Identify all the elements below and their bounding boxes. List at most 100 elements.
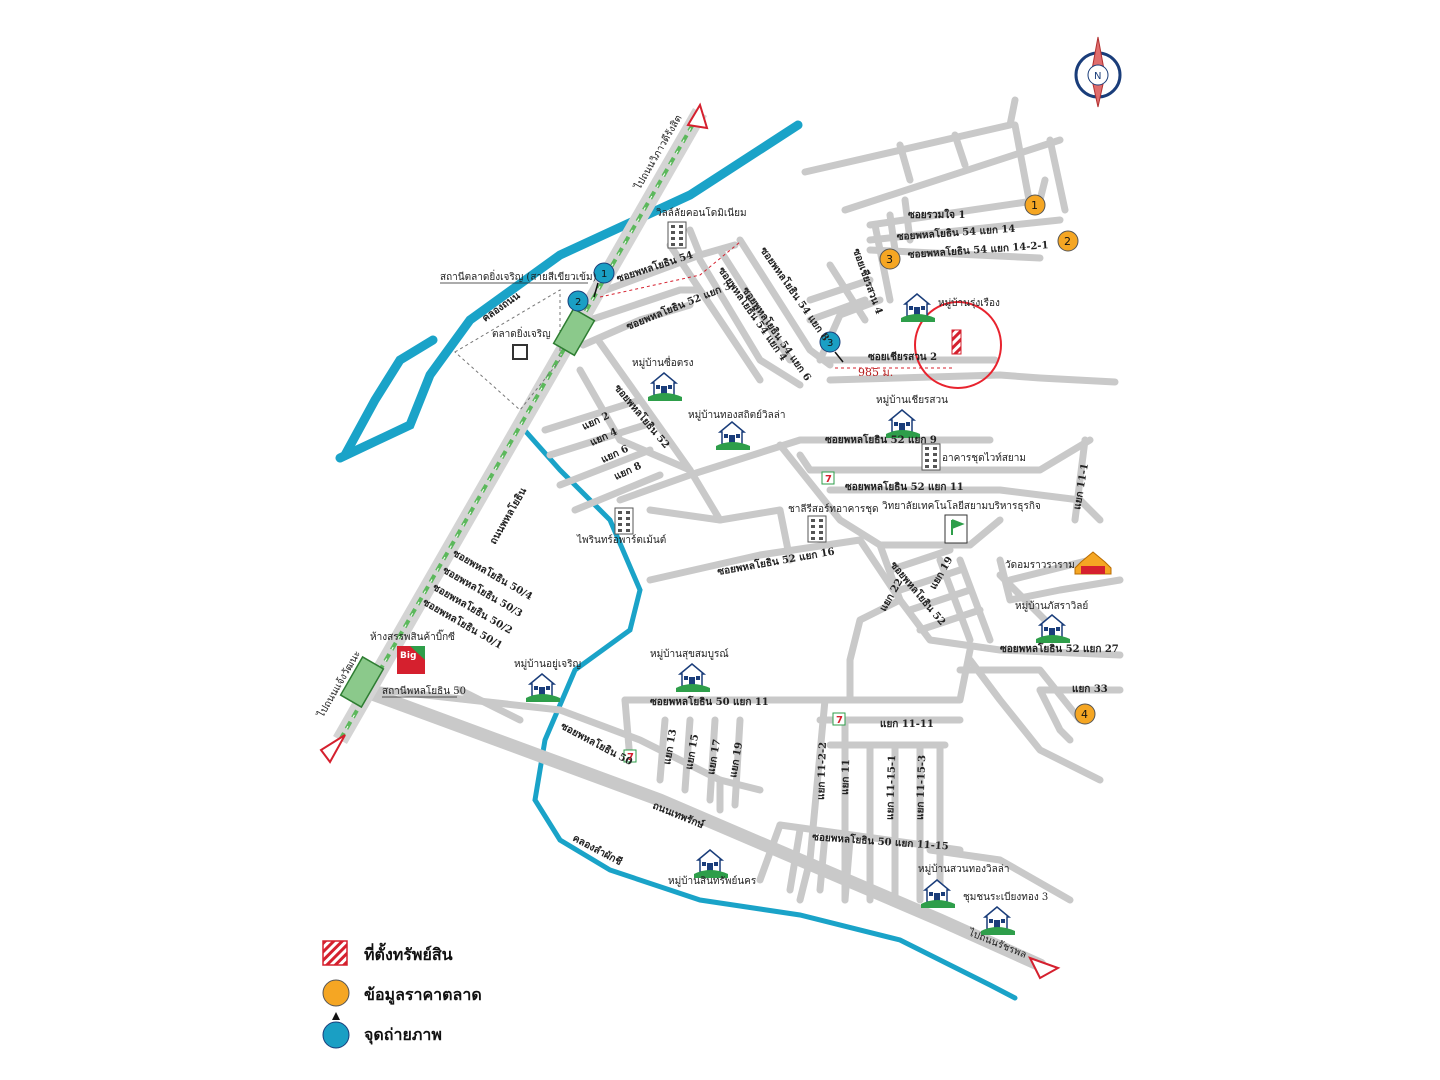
road-label: ซอยพหลโยธิน 50 แยก 11-15 bbox=[812, 830, 949, 853]
svg-text:Big: Big bbox=[400, 651, 416, 661]
svg-text:7: 7 bbox=[627, 752, 634, 763]
road-label: ซอยพหลโยธิน 50 แยก 11 bbox=[650, 695, 769, 708]
property-circle bbox=[914, 301, 1002, 389]
place-label: วิทยาลัยเทคโนโลยีสยามบริหารธุรกิจ bbox=[882, 499, 1041, 512]
market-marker-3[interactable]: 3 bbox=[879, 248, 901, 270]
photo-marker-1[interactable]: 1 bbox=[593, 262, 615, 298]
route-dashed bbox=[599, 241, 741, 298]
phairin-icon bbox=[614, 507, 634, 535]
station-yingcharoen-icon bbox=[552, 307, 596, 357]
road-label: แยก 17 bbox=[706, 738, 723, 775]
place-label: สถานีตลาดยิ่งเจริญ (สายสีเขียวเข้ม) bbox=[440, 269, 597, 283]
svg-text:2: 2 bbox=[575, 297, 581, 308]
place-label: ชาลีรีสอร์ทอาคารชุด bbox=[788, 503, 879, 515]
place-label: ไพรินทร์อพาร์ตเม้นต์ bbox=[576, 534, 666, 546]
charlie-icon bbox=[807, 515, 827, 543]
road-label: แยก 11-11 bbox=[880, 719, 934, 730]
market-swatch-icon bbox=[322, 979, 350, 1007]
legend: ที่ตั้งทรัพย์สิน ข้อมูลราคาตลาด จุดถ่ายภ… bbox=[322, 940, 482, 1049]
road-label: แยก 19 bbox=[728, 741, 745, 778]
canal-lat bbox=[517, 422, 1018, 1001]
place-label: หมู่บ้านภัสราวิลย์ bbox=[1015, 600, 1088, 612]
condo-icon bbox=[667, 221, 687, 249]
svg-text:1: 1 bbox=[601, 269, 607, 280]
svg-text:1: 1 bbox=[1031, 199, 1038, 212]
market-price-markers: 1 2 3 4 bbox=[879, 194, 1096, 725]
seven-eleven-icons: 7 7 7 bbox=[623, 471, 846, 763]
place-label: หมู่บ้านซื่อตรง bbox=[632, 355, 694, 369]
place-label: หมู่บ้านทองสถิตย์วิลล่า bbox=[688, 409, 785, 421]
svg-text:3: 3 bbox=[827, 338, 833, 349]
roads bbox=[376, 96, 1124, 904]
place-label: ตลาดยิ่งเจริญ bbox=[492, 326, 551, 340]
bigc-logo: Big bbox=[397, 646, 425, 674]
property-marker-icon bbox=[951, 329, 962, 355]
road-label: ถนนพหลโยธิน bbox=[486, 485, 529, 546]
bts-line bbox=[338, 111, 702, 741]
place-label: หมู่บ้านสุขสมบูรณ์ bbox=[650, 648, 729, 660]
major-roads bbox=[319, 102, 1061, 980]
road-label: ซอยพหลโยธิน 54 แยก 14 bbox=[896, 222, 1015, 243]
photo-marker-2[interactable]: 2 bbox=[567, 290, 589, 312]
legend-item-market: ข้อมูลราคาตลาด bbox=[322, 979, 482, 1007]
village-icon bbox=[693, 849, 729, 879]
road-label: แยก 4 bbox=[589, 427, 620, 449]
legend-label: จุดถ่ายภาพ bbox=[364, 1025, 442, 1045]
place-label: ชุมชนระเบียงทอง 3 bbox=[963, 891, 1048, 903]
legend-label: ที่ตั้งทรัพย์สิน bbox=[364, 942, 453, 964]
compass-rose: N bbox=[1074, 36, 1122, 108]
map-labels: สถานีตลาดยิ่งเจริญ (สายสีเขียวเข้ม) ตลาด… bbox=[315, 113, 1119, 961]
college-icon bbox=[944, 514, 968, 544]
place-label: หมู่บ้านอยู่เจริญ bbox=[514, 658, 581, 670]
road-label: ซอยพหลโยธิน 52 แยก 27 bbox=[1000, 642, 1119, 655]
svg-text:7: 7 bbox=[825, 474, 832, 485]
place-label: สถานีพหลโยธิน 50 bbox=[382, 684, 466, 697]
legend-label: ข้อมูลราคาตลาด bbox=[364, 985, 482, 1006]
photo-point-markers: 1 2 3 bbox=[567, 262, 844, 363]
road-label: ซอยพหลโยธิน 52 แยก 9 bbox=[825, 433, 937, 446]
thepharak-road bbox=[368, 688, 1047, 972]
village-icon bbox=[885, 409, 921, 439]
legend-item-photo: จุดถ่ายภาพ bbox=[322, 1012, 442, 1049]
village-icon bbox=[715, 421, 751, 451]
road-label: แยก 11 bbox=[840, 759, 852, 795]
road-label: แยก 11-2-2 bbox=[816, 742, 829, 800]
village-icon bbox=[920, 879, 956, 909]
arrow-east-icon bbox=[1027, 956, 1061, 980]
place-label: หมู่บ้านรุ่งเรือง bbox=[938, 297, 1000, 309]
road-label: ซอยพหลโยธิน 52 แยก 11 bbox=[845, 480, 964, 493]
photo-arrow-icon bbox=[332, 1012, 340, 1020]
svg-text:3: 3 bbox=[886, 253, 893, 266]
road-label: ซอยเชียรสวน 2 bbox=[868, 351, 937, 363]
temple-icon bbox=[1074, 551, 1112, 575]
place-label: อาคารชุดไวท์สยาม bbox=[942, 452, 1026, 464]
legend-item-property: ที่ตั้งทรัพย์สิน bbox=[322, 940, 453, 966]
compass-label: N bbox=[1094, 71, 1101, 82]
arrow-north-icon bbox=[686, 102, 709, 130]
village-icon bbox=[525, 673, 561, 703]
place-label: วิลล์ลัยคอนโดมิเนียม bbox=[656, 206, 747, 219]
place-label: หมู่บ้านสินทรัพย์นคร bbox=[668, 875, 757, 887]
road-label: แยก 33 bbox=[1072, 684, 1108, 695]
village-icon bbox=[675, 663, 711, 693]
market-marker-4[interactable]: 4 bbox=[1074, 703, 1096, 725]
svg-text:2: 2 bbox=[1064, 235, 1071, 248]
bts-stations bbox=[339, 307, 596, 709]
canal-west bbox=[340, 335, 438, 460]
village-icon bbox=[647, 372, 683, 402]
road-label: แยก 11-15-1 bbox=[885, 755, 898, 820]
white-siam-icon bbox=[921, 443, 941, 471]
canals bbox=[335, 120, 1018, 1001]
road-label: แยก 11-15-3 bbox=[915, 755, 928, 820]
market-marker-1[interactable]: 1 bbox=[1024, 194, 1046, 216]
place-label: หมู่บ้านสวนทองวิลล่า bbox=[918, 863, 1010, 875]
market-marker-2[interactable]: 2 bbox=[1057, 230, 1079, 252]
svg-text:7: 7 bbox=[836, 715, 843, 726]
market-icon bbox=[512, 344, 528, 360]
photo-marker-3[interactable]: 3 bbox=[819, 331, 844, 363]
canal-north bbox=[335, 120, 803, 463]
village-icon bbox=[980, 906, 1016, 936]
property-swatch-icon bbox=[322, 940, 348, 966]
svg-text:4: 4 bbox=[1081, 708, 1088, 721]
